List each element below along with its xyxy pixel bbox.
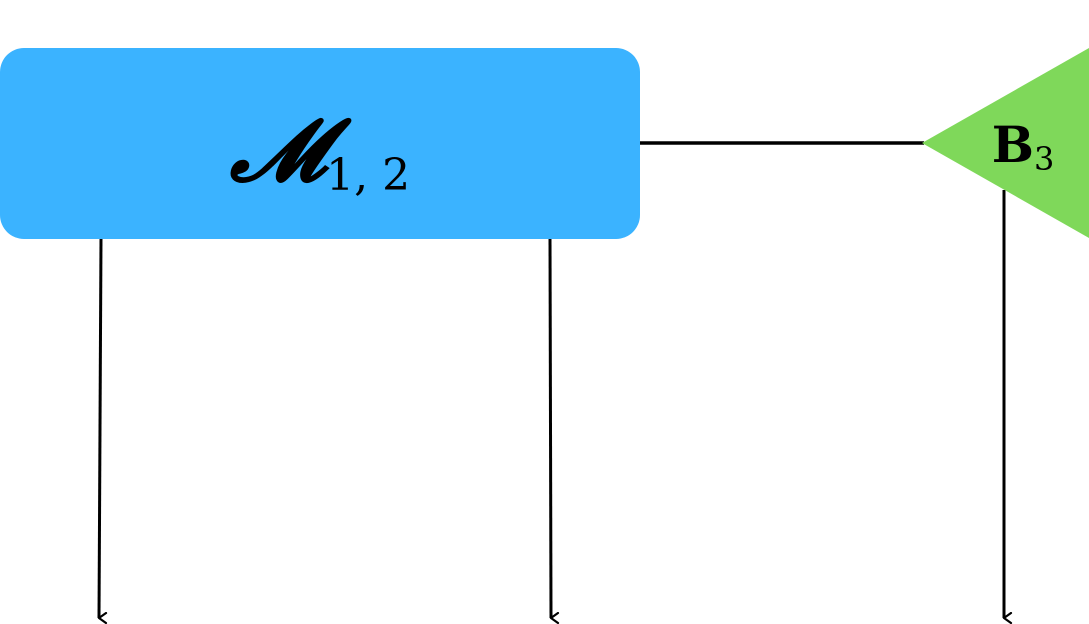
output-leg-2 — [548, 237, 551, 618]
tensor-b-label: B3 — [992, 115, 1055, 178]
tensor-b-subscript: 3 — [1034, 140, 1054, 178]
tensor-triangle-b — [922, 48, 1089, 238]
output-leg-1 — [97, 237, 101, 618]
tensor-b-symbol: B — [992, 115, 1034, 174]
tensor-block-m — [0, 48, 640, 239]
tensor-m-subscript: 1, 2 — [326, 150, 410, 201]
